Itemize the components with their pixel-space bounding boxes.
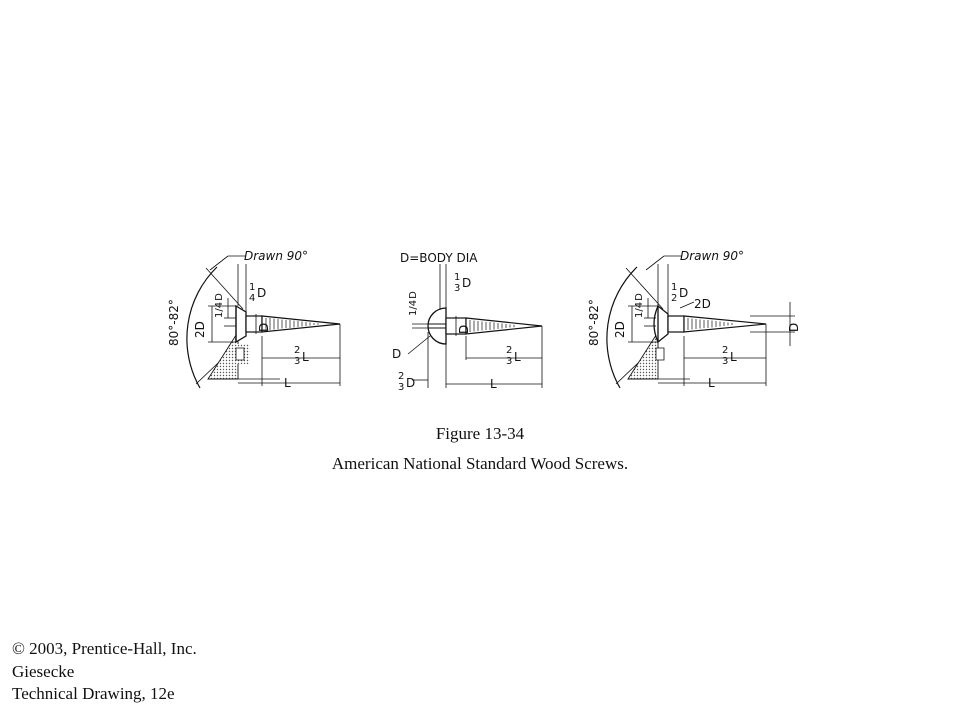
head-height-letter: D: [257, 286, 266, 300]
copyright-line: © 2003, Prentice-Hall, Inc.: [12, 639, 197, 658]
thread-letter: L: [514, 350, 521, 364]
length-label: L: [284, 376, 291, 390]
thread-top: 2: [294, 345, 300, 356]
head-angle-label: 80°-82°: [587, 299, 601, 346]
head-dia-fraction-top: 2: [398, 371, 404, 382]
head-height-top: 1: [249, 282, 255, 293]
length-label: L: [490, 377, 497, 391]
length-label: L: [708, 376, 715, 390]
round-head-screw: [407, 264, 543, 388]
oval-head-screw: [606, 255, 795, 389]
head-diameter-label: 2D: [613, 321, 627, 338]
book-line: Technical Drawing, 12e: [12, 684, 175, 703]
thread-bottom: 3: [294, 356, 300, 367]
head-dia-fraction-letter: D: [406, 376, 415, 390]
radius-label: 2D: [694, 297, 711, 311]
round-head-labels: 1/4D 1 3 D D D 2 3 D 2 3 L L: [392, 272, 521, 393]
head-dia-fraction-bottom: 3: [398, 382, 404, 393]
head-height-letter: D: [679, 286, 688, 300]
head-angle-arc: [606, 266, 638, 389]
thread-bottom: 3: [506, 356, 512, 367]
flat-head-labels: Drawn 90° 80°-82° 1 4 D 1/4D 2D D 2 3 L …: [167, 249, 309, 390]
wood-screws-figure: Drawn 90° 80°-82° 1 4 D 1/4D 2D D 2 3 L …: [167, 249, 801, 393]
drawn-angle-label: Drawn 90°: [680, 249, 744, 263]
head-diameter-label: D: [392, 347, 401, 361]
body-dia-definition: D=BODY DIA: [400, 251, 478, 265]
thread-letter: L: [730, 350, 737, 364]
body-diameter-label: D: [787, 323, 801, 332]
credit-block: © 2003, Prentice-Hall, Inc. Giesecke Tec…: [12, 638, 197, 706]
head-diameter-label: 2D: [193, 321, 207, 338]
author-line: Giesecke: [12, 661, 75, 681]
head-height-letter: D: [462, 276, 471, 290]
body-diameter-label: D: [257, 323, 271, 332]
head-height-top: 1: [454, 272, 460, 283]
head-angle-arc: [186, 266, 218, 389]
flat-head-screw: [186, 255, 341, 389]
body-diameter-label: D: [457, 325, 471, 334]
thread-letter: L: [302, 350, 309, 364]
head-height-bottom: 4: [249, 293, 255, 304]
thread-top: 2: [506, 345, 512, 356]
figure-number: Figure 13-34: [435, 424, 525, 443]
drawn-angle-label: Drawn 90°: [244, 249, 308, 263]
slot-fraction: 1/4D: [408, 291, 419, 316]
head-height-bottom: 2: [671, 293, 677, 304]
oval-head-labels: Drawn 90° 80°-82° 1 2 D 2D 1/4D 2D D 2 3…: [587, 249, 801, 390]
slot-width-fraction: 1/4D: [634, 293, 645, 318]
figure-title: American National Standard Wood Screws.: [331, 454, 629, 473]
head-height-bottom: 3: [454, 283, 460, 294]
thread-bottom: 3: [722, 356, 728, 367]
thread-top: 2: [722, 345, 728, 356]
slot-width-fraction: 1/4D: [214, 293, 225, 318]
head-angle-label: 80°-82°: [167, 299, 181, 346]
head-height-top: 1: [671, 282, 677, 293]
